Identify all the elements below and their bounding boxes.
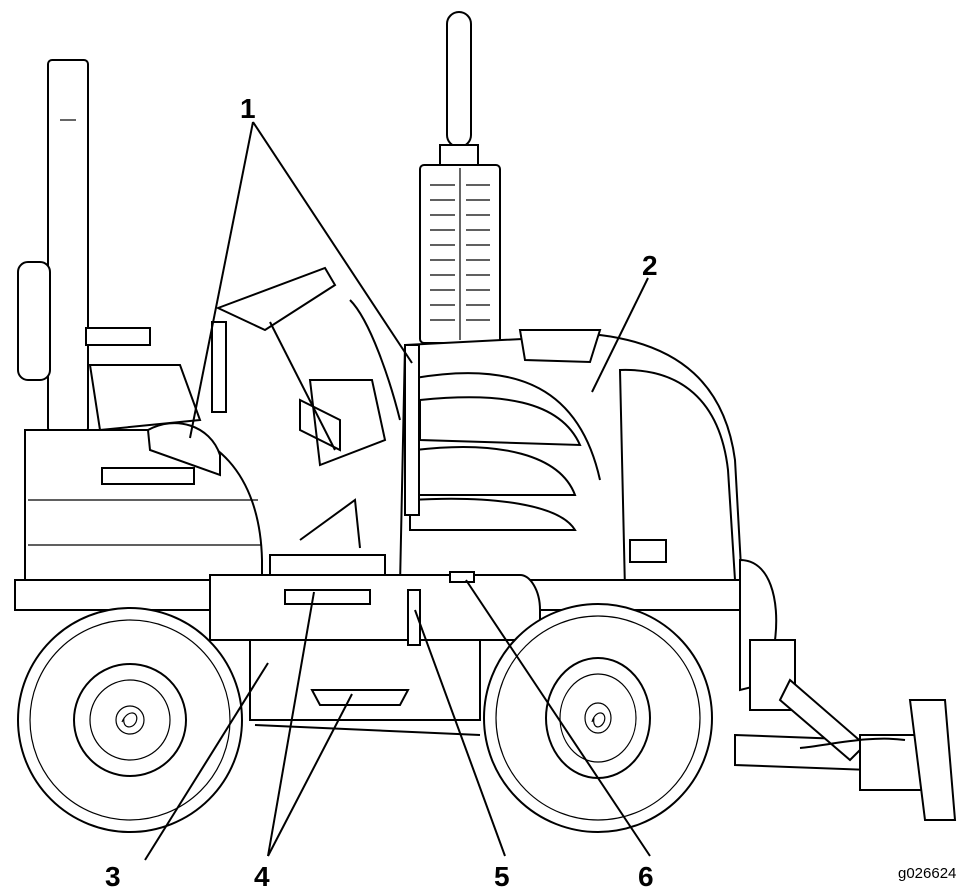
leader-line-2: [591, 277, 649, 393]
leader-lines: [144, 121, 651, 861]
rear-wheel: [17, 607, 243, 833]
exhaust-stack: [419, 11, 501, 344]
callout-4: 4: [254, 861, 270, 892]
callout-2: 2: [642, 250, 658, 281]
callout-3: 3: [105, 861, 121, 892]
leader-line-1b: [252, 121, 413, 364]
callout-1: 1: [240, 93, 256, 124]
rear-body: [24, 422, 263, 586]
leader-line-4b: [267, 693, 353, 857]
engine-hood: [398, 329, 744, 600]
front-wheel: [483, 603, 713, 833]
leader-line-6: [465, 579, 651, 857]
figure-id: g026624: [898, 865, 956, 882]
floor-deck: [269, 498, 386, 581]
front-hitch: [734, 558, 957, 821]
leader-line-3: [144, 662, 269, 861]
callout-5: 5: [494, 861, 510, 892]
steering-assembly: [211, 266, 401, 467]
callout-6: 6: [638, 861, 654, 892]
leader-line-5: [414, 609, 506, 857]
leader-line-4a: [267, 591, 315, 857]
operator-seat: [17, 261, 202, 432]
leader-line-1a: [189, 121, 254, 439]
rollover-bar: [47, 59, 89, 433]
